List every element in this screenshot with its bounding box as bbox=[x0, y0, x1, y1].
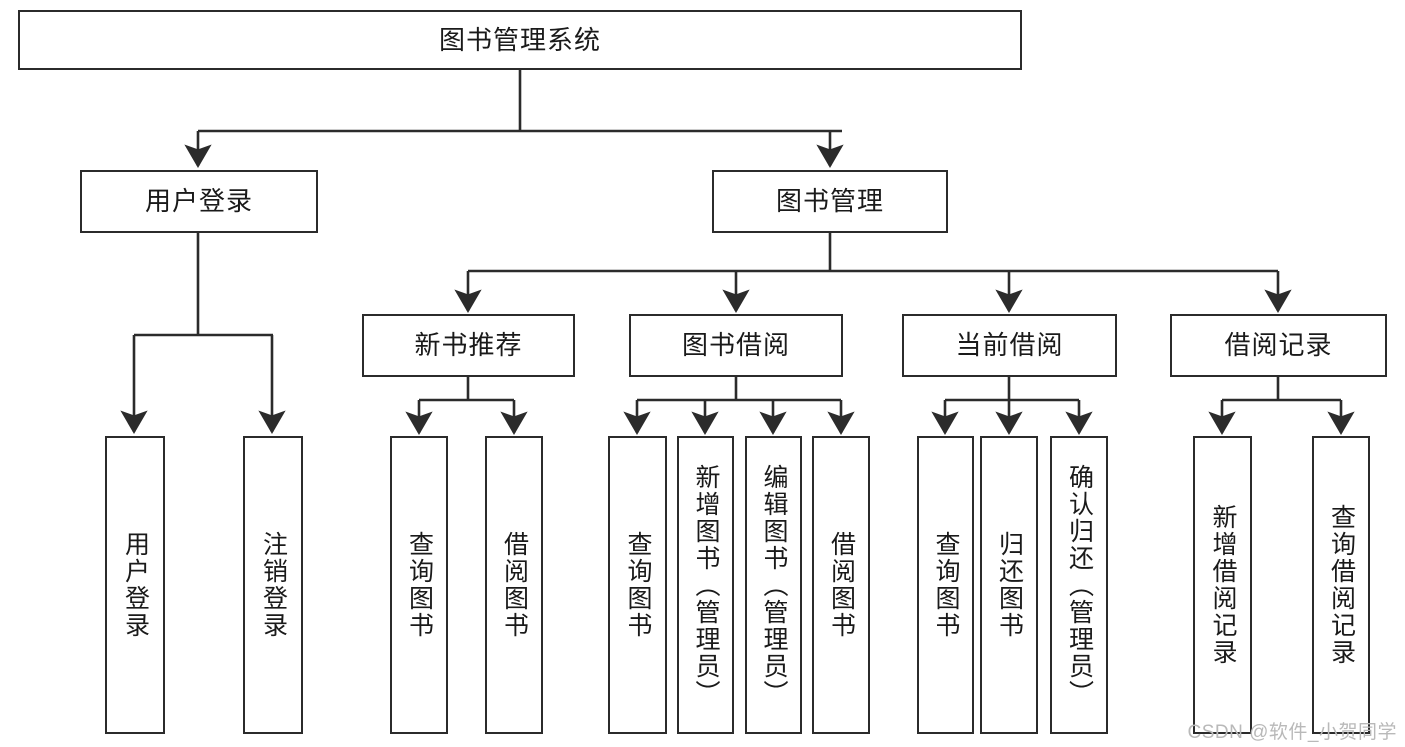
node-leaf-query-book-3-label: 查询图书 bbox=[932, 531, 960, 639]
node-book-borrow[interactable]: 图书借阅 bbox=[629, 314, 843, 377]
node-book-manage[interactable]: 图书管理 bbox=[712, 170, 948, 233]
node-leaf-borrow-book-2[interactable]: 借阅图书 bbox=[812, 436, 870, 734]
node-current-borrow-label: 当前借阅 bbox=[955, 330, 1064, 361]
node-leaf-user-login[interactable]: 用户登录 bbox=[105, 436, 165, 734]
node-leaf-confirm-return[interactable]: 确认归还（管理员） bbox=[1050, 436, 1108, 734]
node-borrow-record-label: 借阅记录 bbox=[1224, 330, 1333, 361]
node-leaf-logout-login-label: 注销登录 bbox=[259, 531, 288, 639]
node-user-login[interactable]: 用户登录 bbox=[80, 170, 318, 233]
node-leaf-add-book-label: 新增图书（管理员） bbox=[692, 463, 720, 707]
node-leaf-add-record-label: 新增借阅记录 bbox=[1209, 504, 1237, 666]
node-leaf-user-login-label: 用户登录 bbox=[121, 531, 150, 639]
node-new-book-recommend[interactable]: 新书推荐 bbox=[362, 314, 575, 377]
node-leaf-confirm-return-label: 确认归还（管理员） bbox=[1065, 463, 1094, 707]
node-leaf-edit-book[interactable]: 编辑图书（管理员） bbox=[745, 436, 802, 734]
node-leaf-query-record[interactable]: 查询借阅记录 bbox=[1312, 436, 1370, 734]
node-leaf-add-record[interactable]: 新增借阅记录 bbox=[1193, 436, 1252, 734]
node-leaf-query-book-3[interactable]: 查询图书 bbox=[917, 436, 974, 734]
node-leaf-query-book-2-label: 查询图书 bbox=[624, 531, 652, 639]
node-root-system[interactable]: 图书管理系统 bbox=[18, 10, 1022, 70]
node-leaf-query-book-2[interactable]: 查询图书 bbox=[608, 436, 667, 734]
node-root-system-label: 图书管理系统 bbox=[438, 24, 601, 55]
node-leaf-edit-book-label: 编辑图书（管理员） bbox=[760, 463, 788, 707]
node-borrow-record[interactable]: 借阅记录 bbox=[1170, 314, 1387, 377]
node-leaf-borrow-book-2-label: 借阅图书 bbox=[827, 531, 856, 639]
node-user-login-label: 用户登录 bbox=[144, 186, 253, 217]
node-leaf-query-book-1-label: 查询图书 bbox=[405, 531, 434, 639]
node-leaf-return-book[interactable]: 归还图书 bbox=[980, 436, 1038, 734]
node-new-book-recommend-label: 新书推荐 bbox=[414, 330, 523, 361]
node-leaf-query-book-1[interactable]: 查询图书 bbox=[390, 436, 448, 734]
node-leaf-add-book[interactable]: 新增图书（管理员） bbox=[677, 436, 734, 734]
node-current-borrow[interactable]: 当前借阅 bbox=[902, 314, 1117, 377]
node-book-borrow-label: 图书借阅 bbox=[681, 330, 790, 361]
node-leaf-borrow-book-1[interactable]: 借阅图书 bbox=[485, 436, 543, 734]
csdn-watermark: CSDN @软件_小贺同学 bbox=[1187, 722, 1397, 743]
node-leaf-borrow-book-1-label: 借阅图书 bbox=[500, 531, 529, 639]
node-leaf-return-book-label: 归还图书 bbox=[995, 531, 1024, 639]
node-leaf-query-record-label: 查询借阅记录 bbox=[1327, 504, 1356, 666]
node-leaf-logout-login[interactable]: 注销登录 bbox=[243, 436, 303, 734]
node-book-manage-label: 图书管理 bbox=[775, 186, 884, 217]
